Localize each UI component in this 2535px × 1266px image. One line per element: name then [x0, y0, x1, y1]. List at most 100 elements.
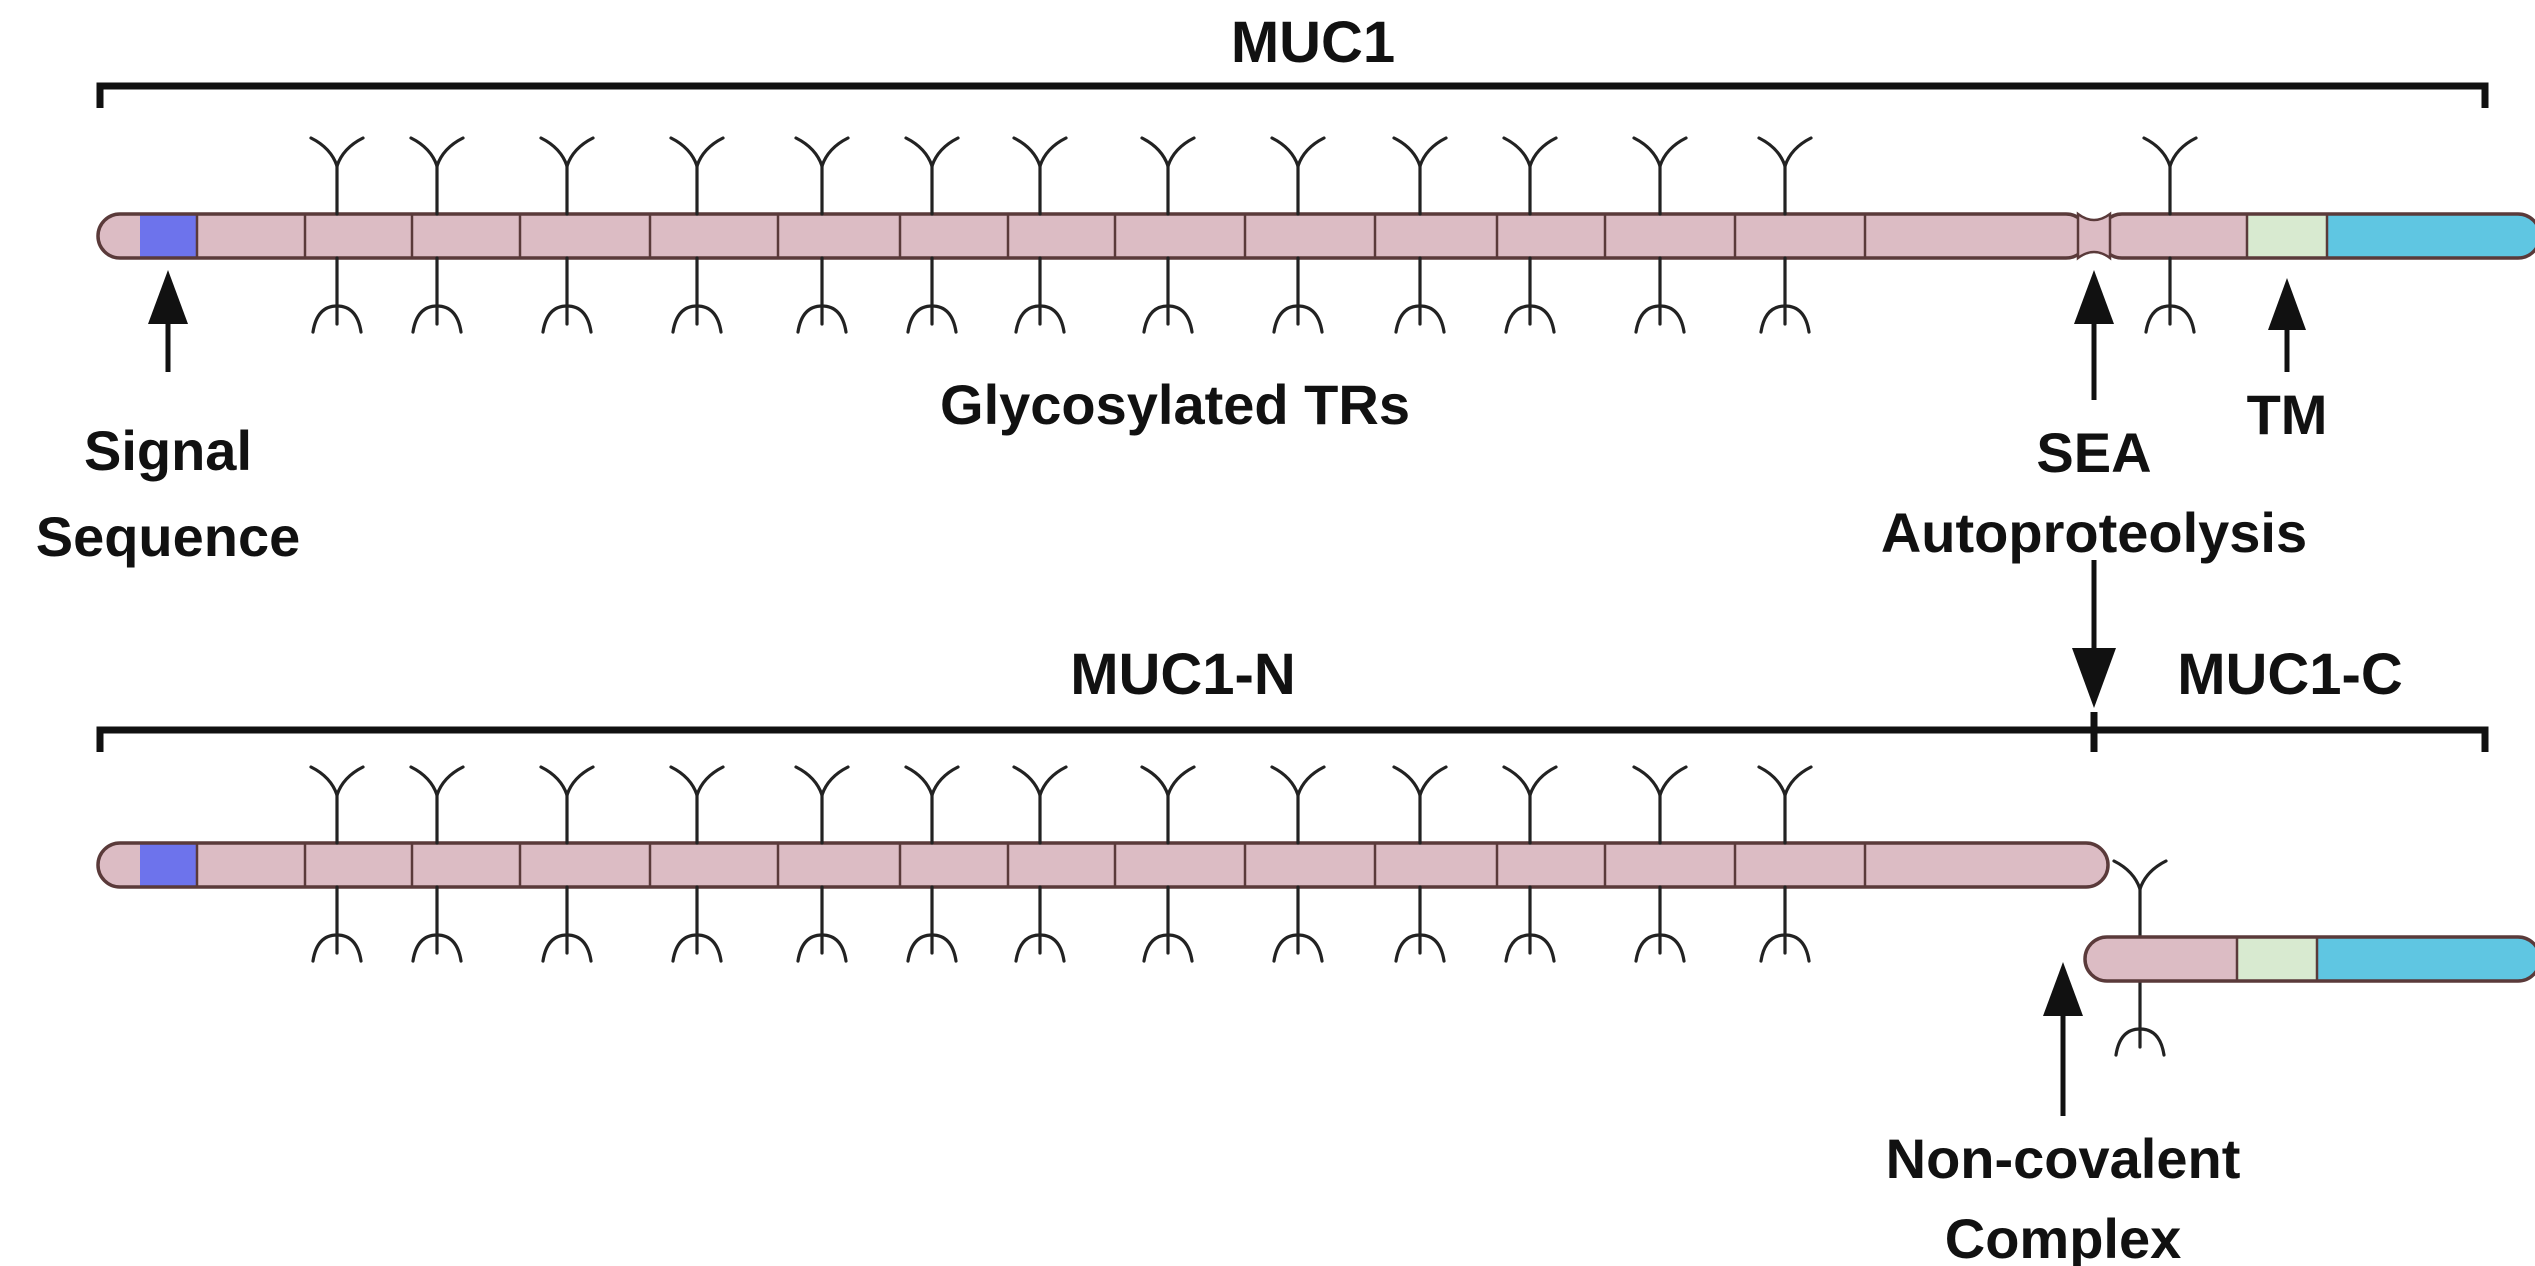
muc1-n-signal-block [140, 844, 197, 886]
glycan-chain [1502, 136, 1558, 216]
glycan-chains-top [309, 136, 2198, 334]
tr-segment-dividers [195, 214, 1867, 258]
glycan-chain [1014, 885, 1066, 963]
glycan-chain [409, 765, 465, 845]
muc1-full-section: MUC1 Signal Sequence Glycos [36, 10, 2535, 708]
glycan-chain [904, 765, 960, 845]
glycan-chain [1394, 885, 1446, 963]
glycan-chain [311, 256, 363, 334]
glycan-chain [796, 256, 848, 334]
glycan-chain [796, 885, 848, 963]
glycan-chain [309, 136, 365, 216]
glycan-chain [904, 136, 960, 216]
noncovalent-arrow-head [2043, 962, 2083, 1016]
sea-label-line2: Autoproteolysis [1881, 501, 2307, 564]
glycan-chain [1394, 256, 1446, 334]
glycan-chain [1272, 885, 1324, 963]
glycan-chain [1270, 136, 1326, 216]
muc1-c-bracket [2090, 726, 2489, 752]
signal-sequence-annotation: Signal Sequence [36, 270, 301, 568]
glycan-chain [1634, 885, 1686, 963]
signal-sequence-label-line2: Sequence [36, 505, 301, 568]
glycan-chain [669, 765, 725, 845]
transmembrane-block [2247, 215, 2327, 257]
glycan-chains-bottom [309, 765, 2168, 1057]
glycan-chain [1012, 765, 1068, 845]
muc1-cleaved-section: MUC1-N MUC1-C Non-covalent Complex [96, 642, 2535, 1266]
sea-label-line1: SEA [2036, 421, 2151, 484]
muc1-n-bar [96, 841, 2110, 889]
glycan-chain [541, 885, 593, 963]
tm-annotation: TM [2247, 278, 2328, 446]
muc1-n-segment-dividers [195, 843, 1867, 887]
glycan-chain [1502, 765, 1558, 845]
glycan-chain [411, 885, 463, 963]
glycan-chain [1632, 765, 1688, 845]
glycan-chain [411, 256, 463, 334]
glycan-chain [794, 136, 850, 216]
muc1-c-cytoplasmic-tail [2317, 938, 2517, 980]
glycan-chain [1757, 765, 1813, 845]
glycan-chain [1634, 256, 1686, 334]
glycan-chain [906, 256, 958, 334]
glycan-chain [1140, 765, 1196, 845]
glycan-chain [539, 765, 595, 845]
glycan-chain [2114, 979, 2166, 1057]
glycan-chain [1014, 256, 1066, 334]
sea-domain-pinch [2076, 211, 2112, 261]
muc1-c-terminal-bar [2098, 212, 2535, 260]
cytoplasmic-tail-cap [2500, 215, 2535, 257]
glycan-chain [1272, 256, 1324, 334]
muc1-c-fragment [2083, 935, 2535, 983]
sea-arrow-head-up [2074, 270, 2114, 324]
signal-arrow-head [148, 270, 188, 324]
glycan-chain [1759, 885, 1811, 963]
cytoplasmic-tail-block [2327, 215, 2517, 257]
glycan-chain [2112, 859, 2168, 939]
glycan-chain [1142, 256, 1194, 334]
noncovalent-label-line2: Complex [1945, 1207, 2182, 1266]
glycan-chain [541, 256, 593, 334]
glycan-chain [1757, 136, 1813, 216]
muc1-title: MUC1 [1231, 10, 1395, 75]
glycan-chain [1759, 256, 1811, 334]
muc1-c-transmembrane [2237, 938, 2317, 980]
muc1-bracket [96, 82, 2489, 108]
glycan-chain [309, 765, 365, 845]
glycan-chain [794, 765, 850, 845]
tm-arrow-head [2268, 278, 2306, 330]
noncovalent-complex-annotation: Non-covalent Complex [1886, 962, 2241, 1266]
glycan-chain [671, 256, 723, 334]
glycan-chain [1012, 136, 1068, 216]
tr-bar-body [96, 212, 2090, 260]
glycan-chain [1392, 136, 1448, 216]
sea-arrow-head-down [2072, 648, 2116, 708]
tm-label: TM [2247, 383, 2328, 446]
glycan-chain [1504, 885, 1556, 963]
muc1-c-title: MUC1-C [2177, 642, 2403, 707]
glycan-chain [1140, 136, 1196, 216]
sea-autoproteolysis-annotation: SEA Autoproteolysis [1881, 270, 2307, 708]
glycan-chain [1504, 256, 1556, 334]
muc1-n-terminal-bar [96, 212, 2090, 260]
muc1-n-bar-body [96, 841, 2110, 889]
signal-sequence-label-line1: Signal [84, 419, 252, 482]
glycan-chain [311, 885, 363, 963]
glycan-chain [539, 136, 595, 216]
glycan-chain [669, 136, 725, 216]
noncovalent-label-line1: Non-covalent [1886, 1127, 2241, 1190]
glycosylated-trs-label: Glycosylated TRs [940, 373, 1410, 436]
glycan-chain [2142, 136, 2198, 216]
muc1-n-bracket [96, 726, 2094, 752]
glycan-chain [1632, 136, 1688, 216]
glycan-chain [906, 885, 958, 963]
glycan-chain [671, 885, 723, 963]
glycan-chain [1392, 765, 1448, 845]
glycan-chain [1142, 885, 1194, 963]
glycan-chain [1270, 765, 1326, 845]
glycan-chain [409, 136, 465, 216]
signal-sequence-block [140, 215, 197, 257]
glycan-chain [2144, 256, 2196, 334]
muc1-n-title: MUC1-N [1070, 642, 1296, 707]
